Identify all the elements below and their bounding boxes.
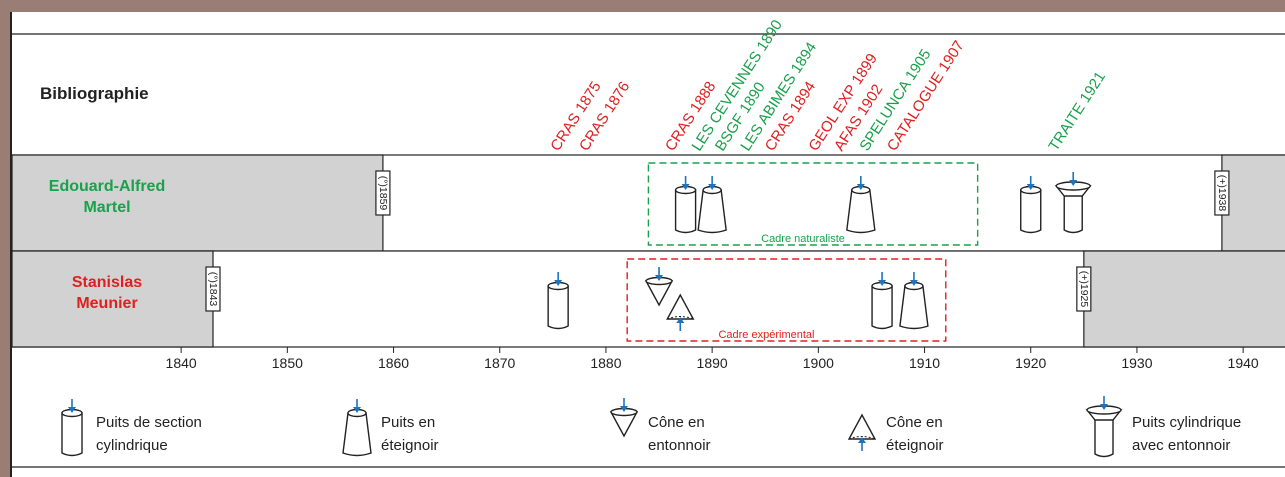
legend-label-line2: avec entonnoir (1132, 437, 1230, 454)
symbol-puits-cylindrique-icon (674, 176, 697, 234)
axis-tick-label: 1840 (166, 355, 197, 371)
shaft-body (1063, 193, 1083, 234)
symbol-puits-cylindrique-icon (547, 272, 569, 330)
death-label-box (1076, 266, 1092, 312)
arrow-head (1100, 404, 1108, 410)
arrow-head (68, 407, 76, 413)
frame-label: Cadre expérimental (718, 329, 814, 341)
cylinder-body (547, 285, 569, 330)
symbol-puits-eteignoir-icon (697, 176, 727, 234)
cylinder-body (1020, 189, 1042, 234)
symbol-cone-entonnoir-icon (644, 267, 674, 307)
legend-cone-entonnoir-icon (609, 398, 639, 438)
snuffer-body (899, 285, 929, 330)
arrow-head (858, 437, 866, 443)
shaft-body (1094, 417, 1114, 458)
section-title: Bibliographie (40, 84, 149, 103)
legend-label-line1: Cône en (886, 414, 943, 431)
snuffer-body (697, 189, 727, 234)
legend-puits-eteignoir-icon (342, 399, 372, 457)
arrow-head (1069, 180, 1078, 186)
axis-tick-label: 1910 (909, 355, 940, 371)
axis-tick-label: 1870 (484, 355, 515, 371)
legend-item-cone-entonnoir: Cône en entonnoir (609, 398, 711, 454)
legend-item-puits-avec-entonnoir: Puits cylindrique avec entonnoir (1085, 396, 1241, 458)
arrow-head (554, 280, 563, 286)
symbol-puits-cylindrique-icon (871, 272, 893, 330)
axis-tick-label: 1920 (1015, 355, 1046, 371)
birth-label: (°)1859 (377, 176, 389, 211)
arrow-head (655, 275, 664, 281)
person-name-line2: Meunier (76, 295, 137, 312)
after-death-band (1083, 250, 1285, 348)
arrow-head (878, 280, 887, 286)
symbol-puits-eteignoir-icon (846, 176, 876, 234)
axis-tick-label: 1940 (1228, 355, 1259, 371)
axis-tick-label: 1880 (590, 355, 621, 371)
legend-label-line1: Puits de section (96, 414, 202, 431)
legend-label-line1: Puits cylindrique (1132, 414, 1241, 431)
axis-tick-label: 1900 (803, 355, 834, 371)
arrow-head (856, 184, 865, 190)
cylinder-body (61, 412, 83, 457)
arrow-head (676, 317, 685, 323)
symbol-puits-eteignoir-icon (899, 272, 929, 330)
birth-label: (°)1843 (207, 272, 219, 307)
frame-label: Cadre naturaliste (761, 233, 845, 245)
arrow-head (620, 406, 628, 412)
person-name-line1: Edouard-Alfred (49, 178, 165, 195)
legend-label-line1: Cône en (648, 414, 705, 431)
legend-item-puits-cylindrique: Puits de section cylindrique (61, 399, 202, 457)
extinguisher-base (667, 316, 694, 320)
arrow-head (353, 407, 361, 413)
arrow-head (708, 184, 717, 190)
legend-label-line2: cylindrique (96, 437, 168, 454)
legend-puits-cylindrique-icon (61, 399, 83, 457)
arrow-head (909, 280, 918, 286)
birth-label-box (375, 170, 391, 216)
extinguisher-cone (847, 413, 877, 440)
symbol-cone-eteignoir-icon (666, 293, 695, 331)
person-name-line2: Martel (83, 199, 130, 216)
legend-item-puits-eteignoir: Puits en éteignoir (342, 399, 439, 457)
legend-label-line1: Puits en (381, 414, 435, 431)
legend-label-line2: entonnoir (648, 437, 711, 454)
before-birth-band (12, 250, 214, 348)
death-label: (+)1938 (1216, 175, 1228, 212)
person-name-line1: Stanislas (72, 274, 142, 291)
axis-tick-label: 1930 (1121, 355, 1152, 371)
legend-item-cone-eteignoir: Cône en éteignoir (847, 413, 944, 454)
arrow-head (1026, 184, 1035, 190)
axis-tick-label: 1890 (697, 355, 728, 371)
symbol-puits-avec-entonnoir-icon (1054, 172, 1092, 234)
after-death-band (1221, 154, 1285, 252)
bibliography-entry: TRAITE 1921 (1045, 69, 1109, 154)
snuffer-body (846, 189, 876, 234)
axis-tick-label: 1860 (378, 355, 409, 371)
axis-tick-label: 1850 (272, 355, 303, 371)
death-label: (+)1925 (1078, 271, 1090, 308)
arrow-head (681, 184, 690, 190)
legend-puits-avec-entonnoir-icon (1085, 396, 1123, 458)
death-label-box (1214, 170, 1230, 216)
symbol-puits-cylindrique-icon (1020, 176, 1042, 234)
legend-cone-eteignoir-icon (847, 413, 877, 451)
cylinder-body (674, 189, 697, 234)
legend-label-line2: éteignoir (886, 437, 944, 454)
frame-box (626, 258, 947, 342)
frame-box (647, 162, 979, 246)
birth-label-box (205, 266, 221, 312)
before-birth-band (12, 154, 384, 252)
snuffer-body (342, 412, 372, 457)
legend-label-line2: éteignoir (381, 437, 439, 454)
extinguisher-base (848, 436, 876, 440)
cylinder-body (871, 285, 893, 330)
row-frame (12, 250, 1285, 348)
